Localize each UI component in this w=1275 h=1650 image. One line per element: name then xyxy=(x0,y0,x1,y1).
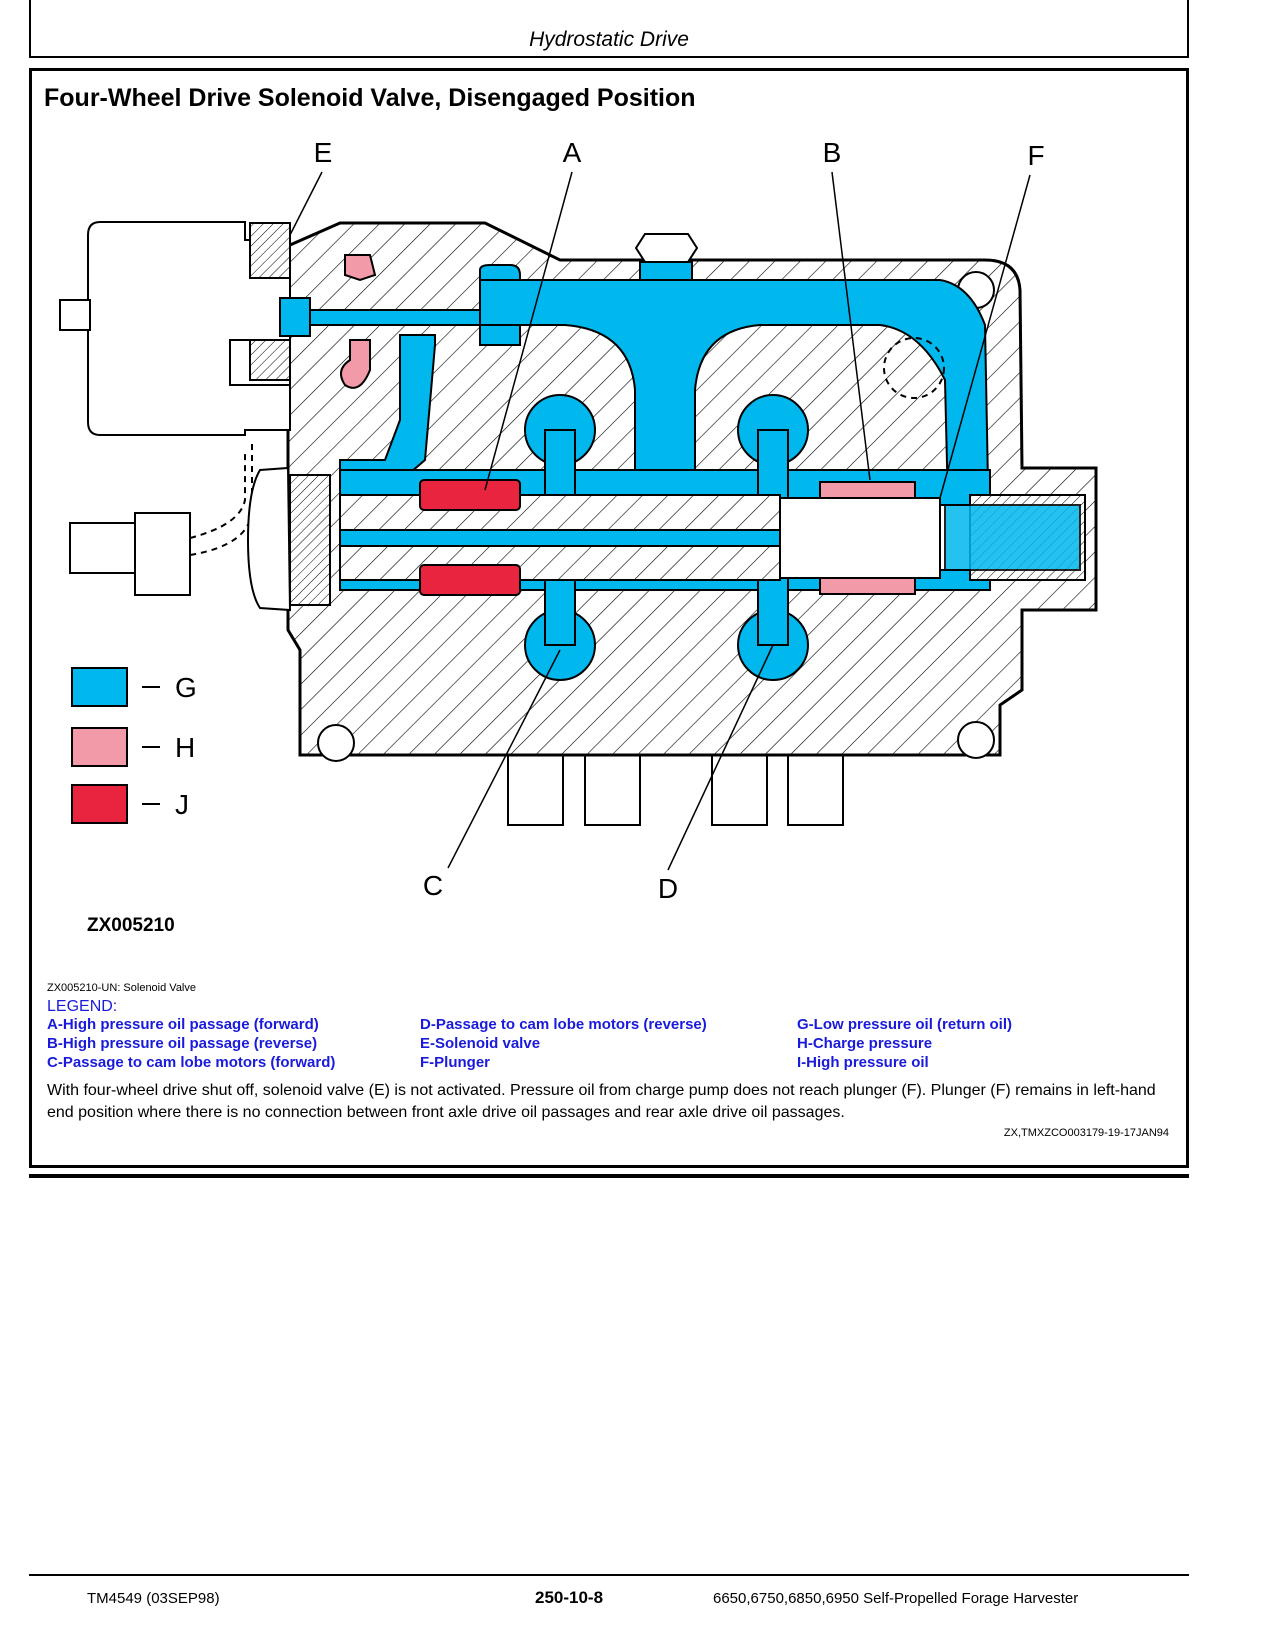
legend-entry-h: H-Charge pressure xyxy=(797,1035,933,1052)
footer-page-number: 250-10-8 xyxy=(535,1588,604,1607)
key-label-g: G xyxy=(175,672,197,703)
hidden-passage xyxy=(883,337,945,399)
spool xyxy=(339,494,1086,581)
callout-d: D xyxy=(658,873,678,904)
solenoid-valve-diagram: E A B F C D G H J xyxy=(59,137,1098,904)
key-label-j: J xyxy=(175,789,189,820)
callout-e: E xyxy=(314,137,333,168)
legend-title: LEGEND: xyxy=(47,998,118,1015)
figure-caption: ZX005210-UN: Solenoid Valve xyxy=(47,982,196,994)
footer-doc-number: TM4549 (03SEP98) xyxy=(87,1590,220,1607)
reference-code: ZX,TMXZCO003179-19-17JAN94 xyxy=(1003,1127,1169,1139)
figure-id: ZX005210 xyxy=(87,915,175,936)
footer-product: 6650,6750,6850,6950 Self-Propelled Forag… xyxy=(713,1590,1079,1607)
section-header: Hydrostatic Drive xyxy=(529,28,689,51)
footer-rule xyxy=(29,1574,1189,1576)
callout-c: C xyxy=(423,870,443,901)
legend-entry-d: D-Passage to cam lobe motors (reverse) xyxy=(420,1016,707,1033)
key-label-h: H xyxy=(175,732,195,763)
charge-pressure-passages xyxy=(340,254,916,595)
legend-entry-g: G-Low pressure oil (return oil) xyxy=(797,1016,1013,1033)
solenoid-coil xyxy=(59,221,291,436)
lower-ports xyxy=(507,754,844,826)
legend-entry-f: F-Plunger xyxy=(420,1054,490,1071)
callout-b: B xyxy=(823,137,842,168)
high-pressure-passages xyxy=(419,479,521,596)
wire-connector xyxy=(69,440,253,596)
legend-entry-b: B-High pressure oil passage (reverse) xyxy=(47,1035,318,1052)
callout-a: A xyxy=(563,137,582,168)
callout-f: F xyxy=(1027,140,1044,171)
end-plug xyxy=(246,466,331,612)
leader-lines xyxy=(289,171,1031,871)
description-paragraph: With four-wheel drive shut off, solenoid… xyxy=(47,1082,1156,1121)
color-key xyxy=(71,667,160,824)
header-frame xyxy=(29,0,1189,58)
legend-entry-e: E-Solenoid valve xyxy=(420,1035,541,1052)
key-swatch-j xyxy=(71,784,128,824)
key-swatch-g xyxy=(71,667,128,707)
legend-entry-a: A-High pressure oil passage (forward) xyxy=(47,1016,319,1033)
content-bottom-rule xyxy=(29,1174,1189,1178)
key-swatch-h xyxy=(71,727,128,767)
legend-entry-c: C-Passage to cam lobe motors (forward) xyxy=(47,1054,336,1071)
content-frame xyxy=(29,68,1189,1168)
figure-title: Four-Wheel Drive Solenoid Valve, Disenga… xyxy=(44,84,696,112)
legend-entry-i: I-High pressure oil xyxy=(797,1054,929,1071)
armature-pin xyxy=(279,297,481,337)
